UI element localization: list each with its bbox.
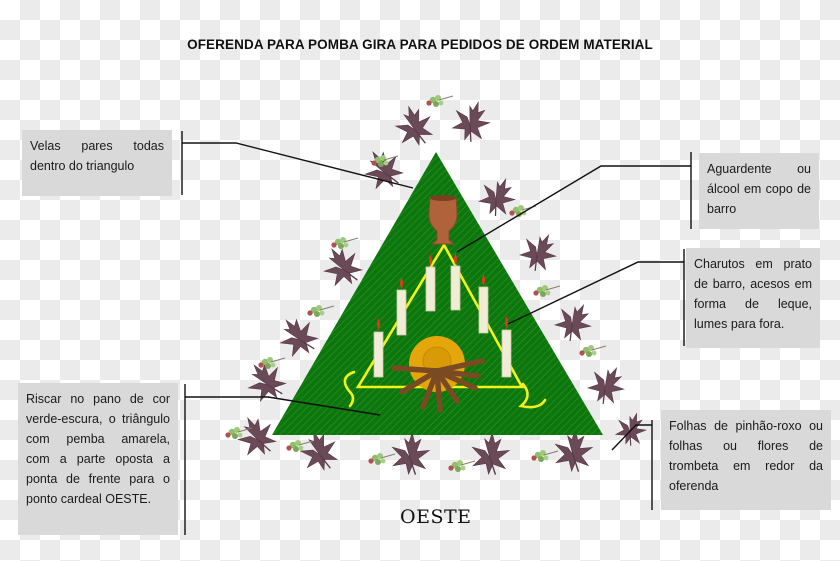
page-title: OFERENDA PARA POMBA GIRA PARA PEDIDOS DE… (187, 37, 653, 52)
direction-label-oeste: OESTE (400, 506, 472, 528)
candles (373, 253, 512, 378)
callout-velas: Velas pares todas dentro do triangulo (22, 130, 172, 196)
callout-aguardente: Aguardente ou álcool em copo de barro (699, 153, 819, 229)
callout-folhas: Folhas de pinhão-roxo ou folhas ou flore… (661, 410, 831, 510)
candle (501, 316, 512, 378)
clay-cup (428, 195, 458, 245)
candle (373, 318, 384, 378)
callout-riscar: Riscar no pano de cor verde-escura, o tr… (18, 383, 178, 535)
cigars (391, 358, 485, 413)
candle (425, 254, 436, 312)
connector-lines (181, 131, 692, 535)
candle (478, 274, 489, 334)
callout-charutos: Charutos em prato de barro, acesos em fo… (686, 248, 820, 348)
candle (450, 253, 461, 311)
green-cloth-triangle (272, 152, 603, 435)
candle (396, 277, 407, 336)
